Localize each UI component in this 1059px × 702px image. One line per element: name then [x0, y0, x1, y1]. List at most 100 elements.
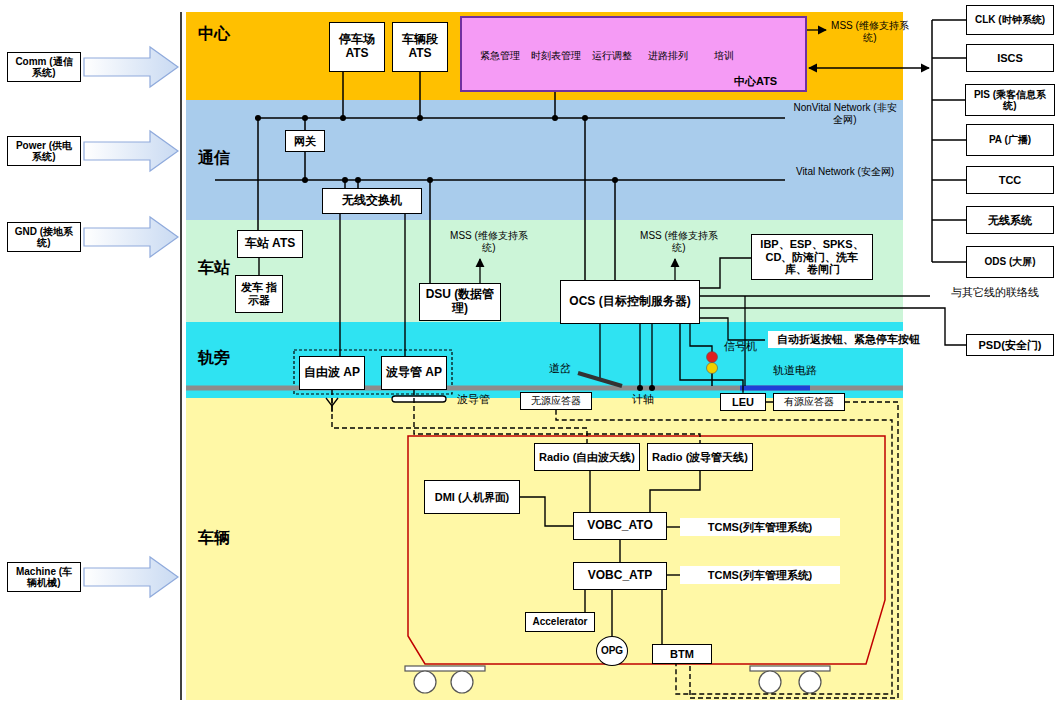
component-box: 车站 ATS: [237, 230, 303, 258]
network-bus: [614, 180, 616, 280]
node-text: 停车场 ATS: [333, 33, 381, 61]
component-box: 自由波 AP: [299, 356, 365, 390]
workstation-icon: [489, 24, 735, 44]
component-box: 停车场 ATS: [329, 22, 385, 72]
workstation-icon: [545, 24, 567, 39]
node-text: Machine (车辆机械): [11, 566, 77, 589]
annotation-label: 紧急管理: [476, 50, 524, 62]
node-text: 网关: [294, 135, 316, 148]
annotation-label: 时刻表管理: [528, 50, 584, 62]
divider-line: [932, 139, 966, 141]
connector-line: [690, 402, 898, 698]
component-box: DMI (人机界面): [424, 480, 520, 514]
annotation-label: 波导管: [452, 393, 494, 406]
divider-line: [180, 12, 182, 700]
annotation-label: 轨道电路: [768, 364, 822, 377]
bus-junction: [302, 115, 308, 121]
axle-counter: [637, 385, 655, 391]
mss-arrow: [674, 259, 675, 280]
external-system-box: PA (广播): [966, 124, 1054, 156]
system-tag: TCMS(列车管理系统): [680, 518, 840, 537]
network-bus: [584, 118, 586, 280]
node-text: Comm (通信系统): [11, 56, 77, 79]
component-box: 波导管 AP: [381, 356, 447, 390]
node-text: Accelerator: [532, 616, 587, 628]
annotation-label: NonVital Network (非安全网): [790, 102, 900, 125]
component-box: 车辆段 ATS: [392, 22, 448, 72]
external-system-box: ISCS: [966, 44, 1054, 72]
network-bus: [215, 179, 785, 181]
divider-line: [932, 219, 966, 221]
node-text: 中心ATS: [734, 74, 777, 89]
component-box: Accelerator: [525, 612, 595, 632]
bus-junction: [302, 177, 308, 183]
node-text: BTM: [670, 648, 694, 661]
axle-counter: [637, 385, 643, 391]
interface-arrow: [84, 47, 178, 597]
node-text: 车辆段 ATS: [396, 33, 444, 61]
component-box: OCS (目标控制服务器): [560, 280, 700, 324]
node-text: 无线交换机: [342, 194, 402, 208]
connector-line: [332, 390, 587, 443]
node-text: CLK (时钟系统): [975, 14, 1045, 26]
trackside-wire: [700, 318, 765, 340]
operator-icon: [762, 22, 795, 58]
node-text: TCMS(列车管理系统): [708, 521, 813, 534]
connector-line: [584, 590, 585, 612]
node-text: 发车 指示器: [239, 281, 279, 306]
bus-junction: [417, 115, 423, 121]
layer-band: 车辆Radio (自由波天线)Radio (波导管天线)DMI (人机界面)VO…: [186, 398, 903, 700]
workstation-icon: [550, 40, 562, 44]
component-box: BTM: [652, 644, 712, 664]
network-bus: [304, 152, 306, 180]
layer-band: 车站 车站 ATS 发车 指示器 DSU (数据管理) OCS (目标控制服务器) IBP…: [186, 220, 903, 322]
vehicle-bogie: [799, 671, 821, 693]
trackside-wire: [651, 324, 652, 386]
component-box: VOBC_ATP: [573, 562, 667, 590]
interface-arrow: [84, 47, 178, 87]
divider-line: [931, 20, 933, 262]
component-box: Radio (波导管天线): [647, 443, 753, 471]
component-box: Power (供电系统): [7, 136, 81, 166]
bus-junction: [255, 115, 618, 183]
balise-box: 有源应答器: [773, 393, 845, 411]
annotation-label: 道岔: [544, 362, 576, 375]
node-text: OPG: [601, 645, 623, 657]
external-system-box: PSD(安全门): [966, 334, 1054, 356]
node-text: VOBC_ATP: [588, 569, 652, 583]
workstation-icon: [606, 40, 618, 44]
bus-junction: [427, 177, 433, 183]
divider-line: [932, 99, 966, 101]
divider-line: [932, 261, 966, 263]
connector-line: [556, 410, 892, 694]
component-box: Radio (自由波天线): [534, 443, 640, 471]
bus-junction: [612, 177, 618, 183]
node-text: Radio (波导管天线): [652, 451, 748, 464]
node-text: DSU (数据管理): [423, 288, 497, 316]
signal-symbol: [707, 363, 718, 374]
node-text: 车站 ATS: [245, 237, 295, 251]
component-box: IBP、ESP、SPKS、CD、防淹门、洗车库、卷闸门: [751, 234, 873, 280]
divider-line: [932, 19, 966, 21]
trackside-wire: [700, 295, 930, 296]
component-box: 发车 指示器: [235, 275, 283, 313]
interface-arrow: [84, 557, 178, 597]
component-box: Machine (车辆机械): [7, 562, 81, 592]
node-text: DMI (人机界面): [435, 491, 510, 504]
connector-line: [667, 574, 680, 575]
annotation-label: MSS (维修支持系统): [828, 20, 912, 43]
sensor-circle: OPG: [596, 636, 628, 666]
signal-symbol: [707, 352, 718, 363]
annotation-label: MSS (维修支持系统): [446, 230, 532, 253]
component-box: DSU (数据管理): [419, 283, 501, 321]
vehicle-outline: [408, 436, 885, 664]
network-bus: [255, 117, 785, 119]
node-text: 车站: [198, 258, 230, 279]
annotation-label: 培训: [700, 50, 748, 62]
bus-junction: [340, 115, 346, 121]
interface-arrow: [84, 131, 178, 171]
network-bus: [554, 92, 556, 118]
annotation-label: 自动折返按钮、紧急停车按钮: [768, 331, 928, 348]
mss-arrow: [479, 259, 480, 283]
